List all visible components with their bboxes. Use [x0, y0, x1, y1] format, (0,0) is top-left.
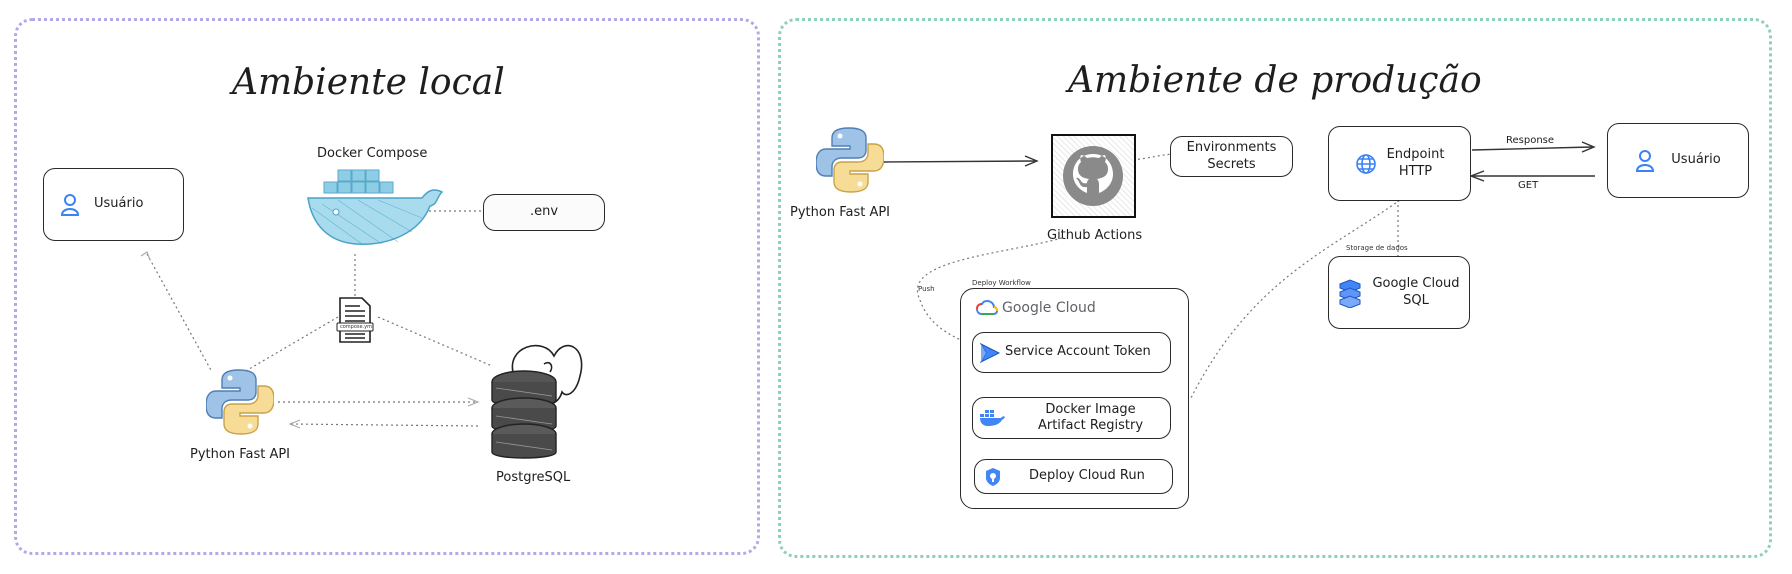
postgresql-icon	[491, 344, 583, 459]
compose-file-icon: compose.yml	[336, 296, 374, 344]
docker-compose-label: Docker Compose	[317, 146, 428, 161]
local-environment-panel	[14, 18, 760, 555]
prod-user-label: Usuário	[1671, 152, 1721, 168]
cloud-sql-label: Google Cloud SQL	[1372, 276, 1460, 308]
prod-title: Ambiente de produção	[1068, 60, 1482, 101]
globe-icon	[1355, 153, 1376, 174]
docker-whale-icon	[307, 169, 444, 245]
cloud-sql-icon	[1339, 278, 1361, 308]
user-icon	[60, 193, 80, 216]
compose-postgres-link	[377, 316, 493, 367]
python-icon	[206, 369, 274, 435]
deploy-cloud-run-box: Deploy Cloud Run	[974, 459, 1173, 494]
compose-python-link	[243, 316, 339, 373]
google-cloud-label: Google Cloud	[1002, 300, 1096, 316]
endpoint-http-box: Endpoint HTTP	[1328, 126, 1471, 201]
local-user-box: Usuário	[43, 168, 184, 241]
docker-image-label: Docker Image Artifact Registry	[1037, 401, 1144, 433]
env-secrets-box: Environments Secrets	[1170, 136, 1293, 177]
user-icon	[1636, 149, 1655, 172]
response-arrow	[1471, 146, 1593, 151]
prod-user-box: Usuário	[1607, 123, 1749, 198]
local-user-label: Usuário	[94, 196, 144, 212]
deploy-workflow-label: Deploy Workflow	[972, 279, 1031, 287]
response-label: Response	[1506, 135, 1555, 146]
cloud-run-icon	[986, 467, 1000, 486]
prod-python-label: Python Fast API	[790, 205, 891, 220]
postgresql-label: PostgreSQL	[496, 470, 571, 485]
docker-image-box: Docker Image Artifact Registry	[972, 397, 1171, 439]
google-cloud-icon	[976, 300, 998, 315]
get-label: GET	[1518, 180, 1539, 191]
production-environment-panel	[778, 18, 1772, 558]
service-account-box: Service Account Token	[972, 332, 1171, 373]
github-icon	[1063, 146, 1123, 206]
docker-icon	[980, 410, 1005, 426]
service-account-label: Service Account Token	[1005, 344, 1151, 360]
endpoint-http-label: Endpoint HTTP	[1386, 147, 1445, 179]
github-actions-label: Github Actions	[1047, 228, 1143, 243]
github-actions-tile	[1051, 134, 1136, 218]
user-python-link	[146, 253, 213, 373]
cloud-sql-box: Google Cloud SQL	[1328, 256, 1470, 329]
python-to-github-arrow	[883, 160, 1036, 163]
storage-label: Storage de dados	[1346, 244, 1408, 252]
local-python-label: Python Fast API	[190, 447, 291, 462]
python-icon	[816, 127, 884, 193]
postgres-python-link	[289, 423, 479, 427]
deploy-cloud-run-label: Deploy Cloud Run	[1029, 468, 1145, 484]
local-title: Ambiente local	[232, 62, 505, 103]
push-label: Push	[918, 285, 935, 293]
env-file-box: .env	[483, 194, 605, 231]
endpoint-deploy-link	[1189, 199, 1401, 401]
compose-file-label: compose.yml	[340, 324, 374, 330]
github-secrets-link	[1132, 153, 1173, 161]
service-account-icon	[979, 342, 1001, 363]
